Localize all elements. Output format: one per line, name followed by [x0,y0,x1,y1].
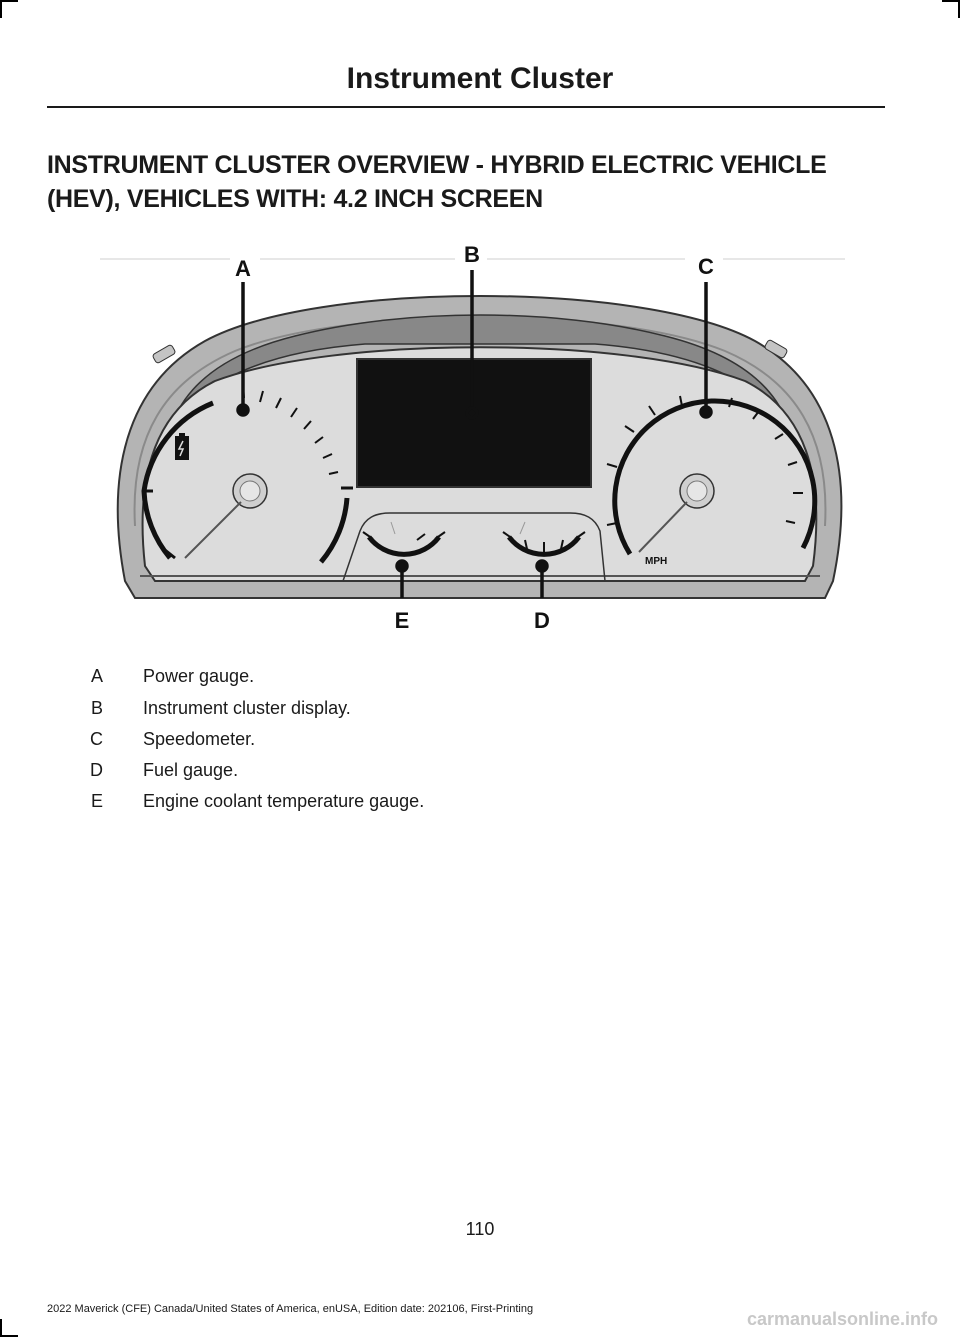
section-heading-line-1: INSTRUMENT CLUSTER OVERVIEW - HYBRID ELE… [47,151,827,179]
legend-text: Instrument cluster display. [143,698,351,718]
callout-label-a: A [235,256,251,281]
crop-mark [942,0,960,2]
page-number: 110 [465,1219,495,1239]
instrument-cluster-illustration: MPH A B C D E [100,242,845,633]
callout-label-e: E [395,608,410,633]
header-divider [47,106,885,108]
legend-text: Fuel gauge. [143,760,239,780]
crop-mark [0,1319,2,1337]
cluster-hood [164,314,796,467]
legend-key: C [90,729,103,749]
coolant-gauge [362,531,446,557]
legend-text: Power gauge. [143,666,255,686]
legend-text: Engine coolant temperature gauge. [143,791,425,811]
power-gauge [141,385,353,564]
speedometer-unit-label: MPH [645,556,667,567]
crop-mark [958,0,960,18]
legend-text: Speedometer. [143,729,256,749]
legend-key: E [90,791,103,811]
page-header-title: Instrument Cluster [346,62,614,95]
callout-label-c: C [698,254,714,279]
callout-label-b: B [464,242,480,267]
footer-edition-text: 2022 Maverick (CFE) Canada/United States… [47,1303,534,1315]
callout-label-d: D [534,608,550,633]
crop-mark [0,1335,18,1337]
legend-key: D [90,760,103,780]
speedometer-gauge: MPH [606,395,818,567]
watermark-text: carmanualsonline.info [746,1309,938,1329]
crop-mark [0,0,2,18]
legend-key: A [90,666,103,686]
crop-mark [0,0,18,2]
fuel-gauge [502,531,586,557]
section-heading: INSTRUMENT CLUSTER OVERVIEW - HYBRID ELE… [47,148,907,216]
section-heading-line-2: (HEV), VEHICLES WITH: 4.2 INCH SCREEN [47,185,543,213]
cluster-display-screen [356,358,592,488]
legend-key: B [90,698,103,718]
